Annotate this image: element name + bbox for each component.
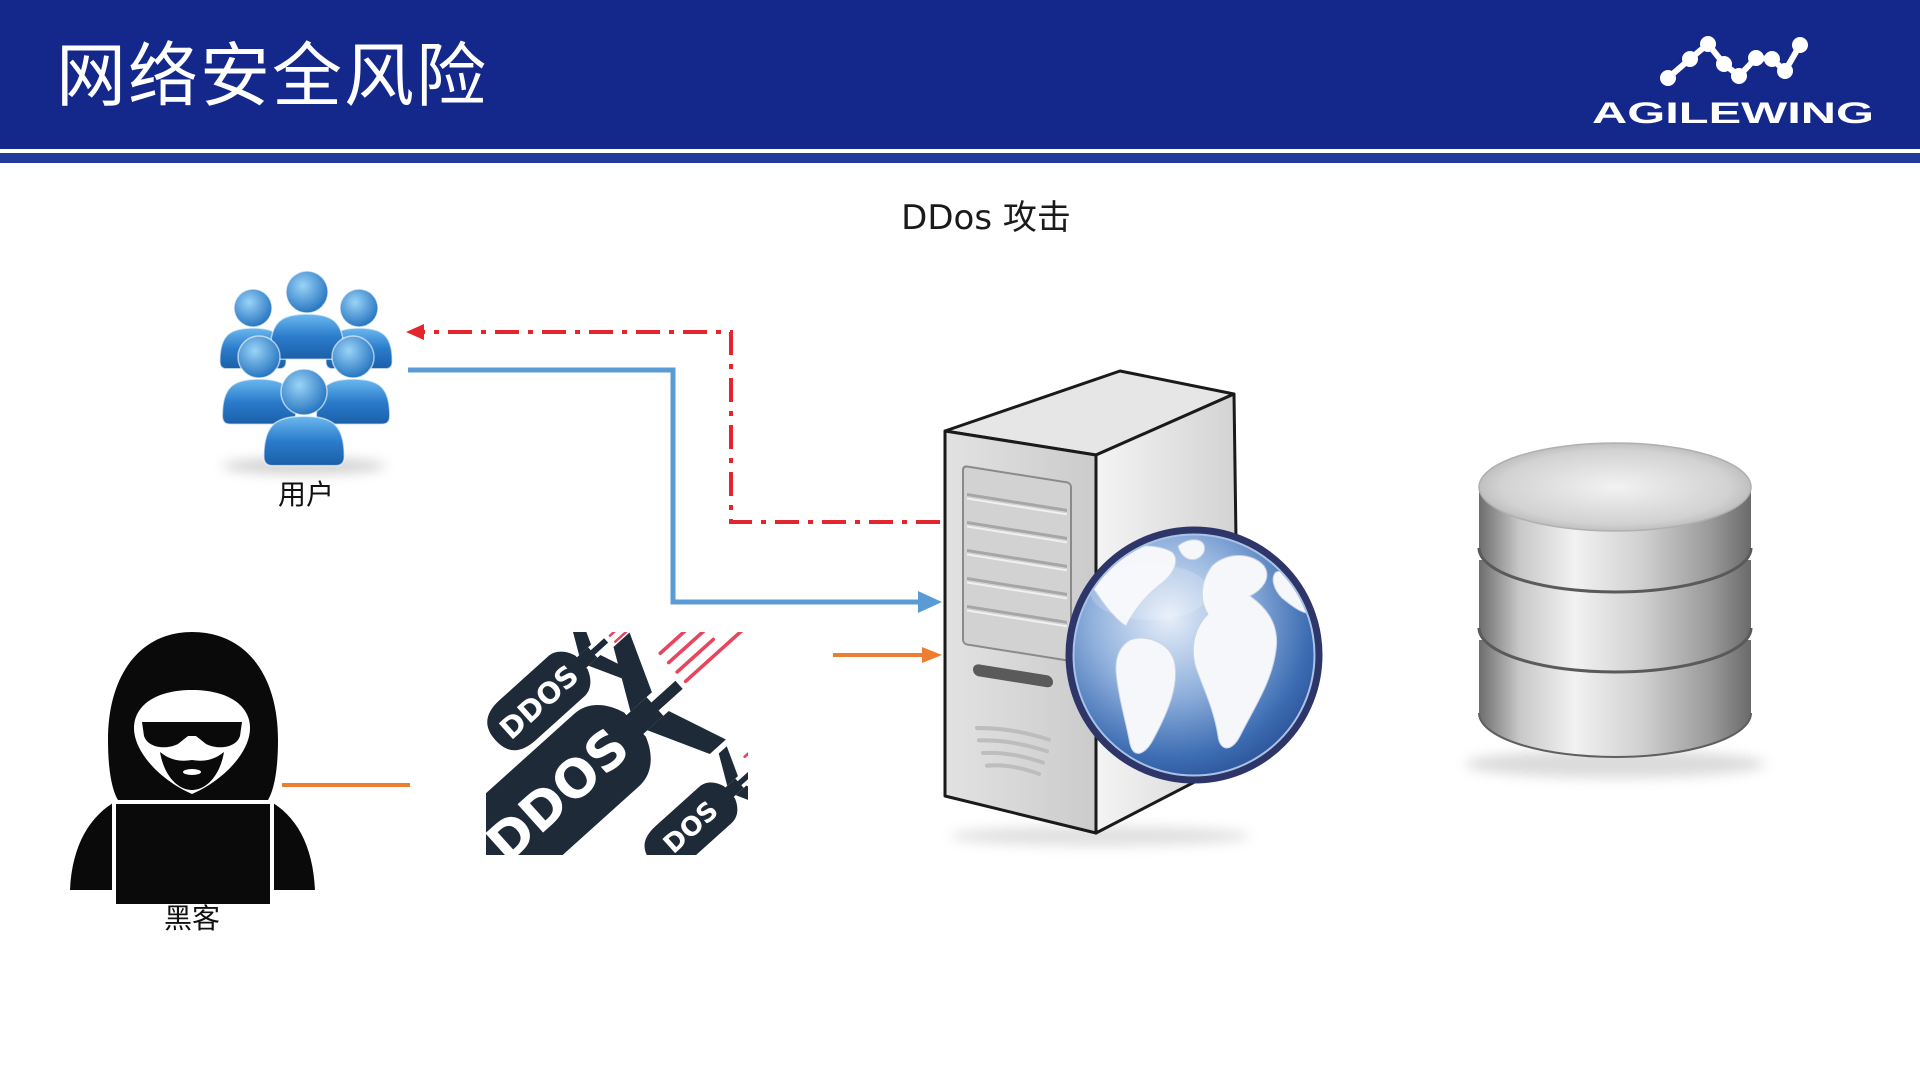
disk-slot: [973, 664, 1053, 688]
arrowhead-left-icon: [406, 324, 424, 340]
database-disk: [1479, 560, 1751, 672]
user-group-icon: [219, 270, 394, 474]
user-figure: [315, 335, 391, 425]
logo-dots-icon: [1660, 36, 1808, 86]
agilewing-logo: AGILEWING: [1592, 36, 1874, 130]
database-disk: [1479, 640, 1751, 757]
server-front-details: [962, 465, 1072, 776]
ddos-bomb: DDOS: [486, 632, 744, 855]
sunglasses-icon: [142, 722, 242, 748]
logo-text: AGILEWING: [1592, 97, 1874, 130]
hacker-label: 黑客: [163, 902, 221, 935]
connector-server-to-users: [406, 324, 940, 524]
hacker-icon: [70, 632, 315, 908]
user-figure: [269, 270, 345, 360]
globe-icon: [1065, 526, 1323, 784]
users-label: 用户: [277, 478, 335, 511]
user-figure: [263, 368, 346, 467]
user-figure: [221, 335, 297, 425]
database-top: [1478, 442, 1752, 532]
database-icon: [1465, 442, 1765, 778]
arrowhead-right-icon: [918, 591, 942, 613]
slide-title: 网络安全风险: [56, 35, 488, 117]
web-server-globe-icon: [943, 369, 1323, 846]
header-bar: [0, 0, 1920, 149]
hacker-face: [134, 690, 250, 794]
vent-lines: [975, 726, 1051, 776]
connector-users-to-server: [408, 367, 942, 613]
diagram-subtitle: DDos 攻击: [901, 198, 1071, 238]
connector-ddos-to-server: [833, 647, 942, 663]
arrowhead-right-icon: [922, 647, 942, 663]
header-divider: [0, 153, 1920, 163]
laptop-icon: [112, 800, 274, 908]
ddos-bomb: DOS: [644, 737, 748, 855]
ddos-bombs-icon: DDOS DDOS: [486, 632, 748, 855]
